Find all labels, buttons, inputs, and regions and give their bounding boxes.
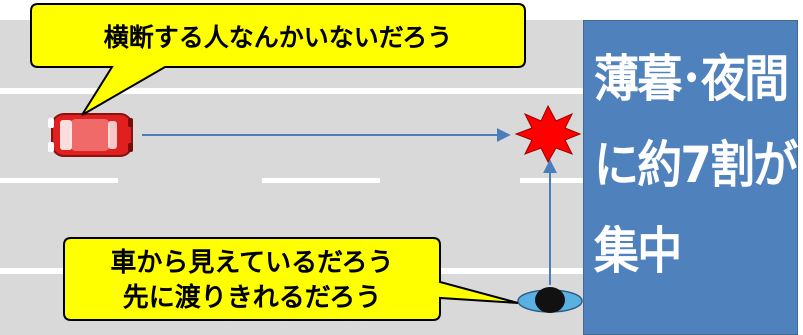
bottom-speech-bubble: 車から見えているだろう 先に渡りきれるだろう (63, 237, 519, 321)
lane-line-dashed (520, 178, 590, 183)
top-bubble-text: 横断する人なんかいないだろう (104, 23, 453, 52)
pedestrian-icon (517, 287, 583, 313)
lane-line-dashed (262, 178, 380, 183)
lane-line-solid-top (0, 88, 590, 94)
panel-line-1: 薄暮･夜間 (594, 50, 789, 108)
panel-line-3: 集中 (594, 222, 682, 280)
red-car-icon (48, 113, 133, 157)
top-bubble-shape (30, 3, 526, 116)
top-speech-bubble: 横断する人なんかいないだろう (30, 3, 526, 116)
bottom-bubble-shape (63, 237, 519, 321)
panel-line-2: に約7割が (594, 136, 798, 194)
bottom-bubble-line2: 先に渡りきれるだろう (123, 282, 381, 313)
lane-line-dashed (0, 178, 118, 183)
bottom-bubble-line1: 車から見えているだろう (110, 248, 393, 278)
statistics-panel: 薄暮･夜間 に約7割が 集中 (583, 20, 798, 335)
collision-burst-icon (514, 104, 582, 164)
